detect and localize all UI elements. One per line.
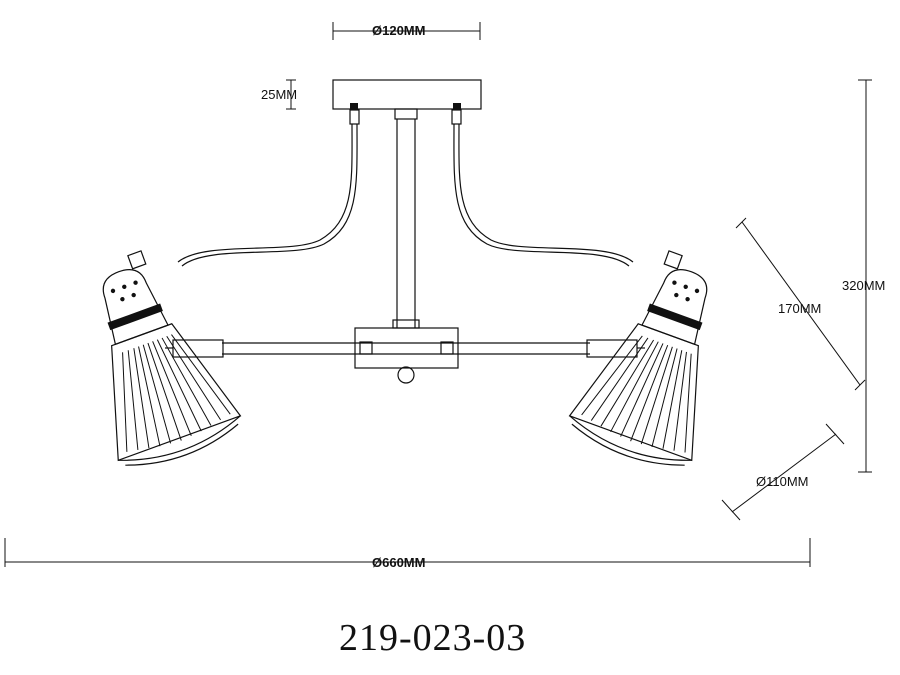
canopy-diameter-label: Ø120MM <box>372 23 425 38</box>
overall-width-dimension: Ø660MM <box>4 538 811 570</box>
overall-width-label: Ø660MM <box>372 555 425 570</box>
horizontal-arm <box>165 339 645 358</box>
shade-right <box>568 250 708 466</box>
cable-left <box>177 109 360 267</box>
shade-length-label: 170MM <box>778 301 821 316</box>
canopy-width-dimension: Ø120MM <box>332 22 481 40</box>
cable-right <box>451 109 634 267</box>
shade-length-dimension: 170MM <box>735 217 866 391</box>
model-code: 219-023-03 <box>339 617 526 659</box>
central-block <box>354 327 459 384</box>
shade-left <box>102 250 242 466</box>
overall-height-label: 320MM <box>842 278 885 293</box>
shade-diameter-dimension: Ø110MM <box>721 423 845 521</box>
overall-height-dimension: 320MM <box>842 79 885 473</box>
canopy-height-label: 25MM <box>261 87 297 102</box>
shade-diameter-label: Ø110MM <box>756 474 809 489</box>
central-stem <box>392 108 420 329</box>
canopy-height-dimension: 25MM <box>261 79 297 110</box>
canopy <box>332 79 482 110</box>
